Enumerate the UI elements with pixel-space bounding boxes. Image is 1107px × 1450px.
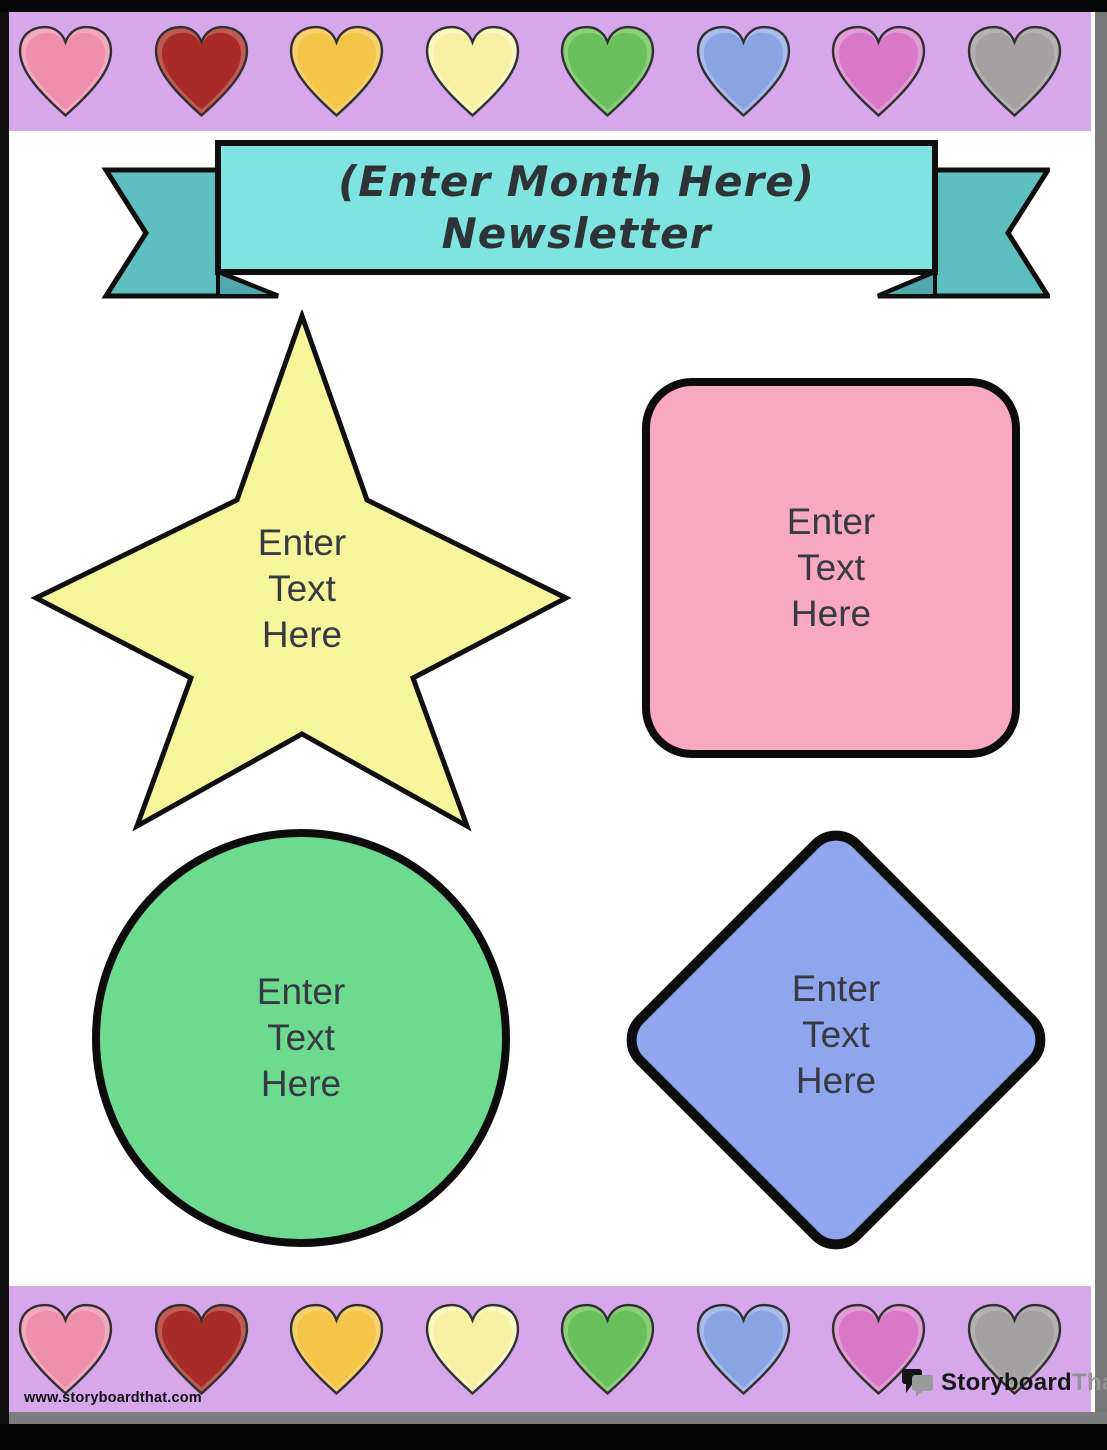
circle-text-placeholder[interactable]: Enter Text Here xyxy=(256,971,346,1104)
storyboardthat-logo: StoryboardThat xyxy=(900,1366,1107,1400)
diamond-text-placeholder[interactable]: Enter Text Here xyxy=(791,968,881,1101)
speech-bubbles-icon xyxy=(902,1369,933,1397)
top-edge-bar xyxy=(0,0,1107,12)
left-edge-bar xyxy=(0,0,9,1450)
hearts-border-top xyxy=(9,12,1091,131)
circle-shape[interactable]: Enter Text Here xyxy=(92,829,510,1247)
dark-red-heart-icon xyxy=(154,1303,248,1395)
periwinkle-heart-icon xyxy=(696,1303,790,1395)
newsletter-label[interactable]: Newsletter xyxy=(441,209,712,258)
gold-heart-icon xyxy=(289,1303,384,1395)
rounded-square-shape[interactable]: Enter Text Here xyxy=(642,378,1020,758)
pale-yellow-heart-icon xyxy=(425,25,519,117)
right-scroll-gutter xyxy=(1095,12,1107,1450)
ribbon-banner xyxy=(101,140,1050,299)
magenta-heart-icon xyxy=(832,25,926,117)
hearts-border-bottom xyxy=(9,1286,1091,1412)
gray-heart-icon xyxy=(967,25,1062,117)
star-text-placeholder[interactable]: Enter Text Here xyxy=(257,522,347,655)
bottom-gray-bar xyxy=(9,1412,1107,1424)
dark-red-heart-icon xyxy=(154,25,248,117)
pale-yellow-heart-icon xyxy=(425,1303,519,1395)
green-heart-icon xyxy=(561,25,655,117)
gold-heart-icon xyxy=(289,25,384,117)
pink-heart-icon xyxy=(18,1303,113,1395)
newsletter-title[interactable]: (Enter Month Here) Newsletter xyxy=(218,146,935,270)
logo-wordmark: StoryboardThat xyxy=(941,1369,1107,1396)
pink-heart-icon xyxy=(18,25,113,117)
bottom-edge-bar xyxy=(0,1424,1107,1450)
green-heart-icon xyxy=(561,1303,655,1395)
star-shape[interactable] xyxy=(30,310,575,835)
square-text-placeholder[interactable]: Enter Text Here xyxy=(786,501,876,634)
website-url: www.storyboardthat.com xyxy=(24,1390,202,1406)
month-placeholder[interactable]: (Enter Month Here) xyxy=(338,157,815,206)
periwinkle-heart-icon xyxy=(696,25,790,117)
